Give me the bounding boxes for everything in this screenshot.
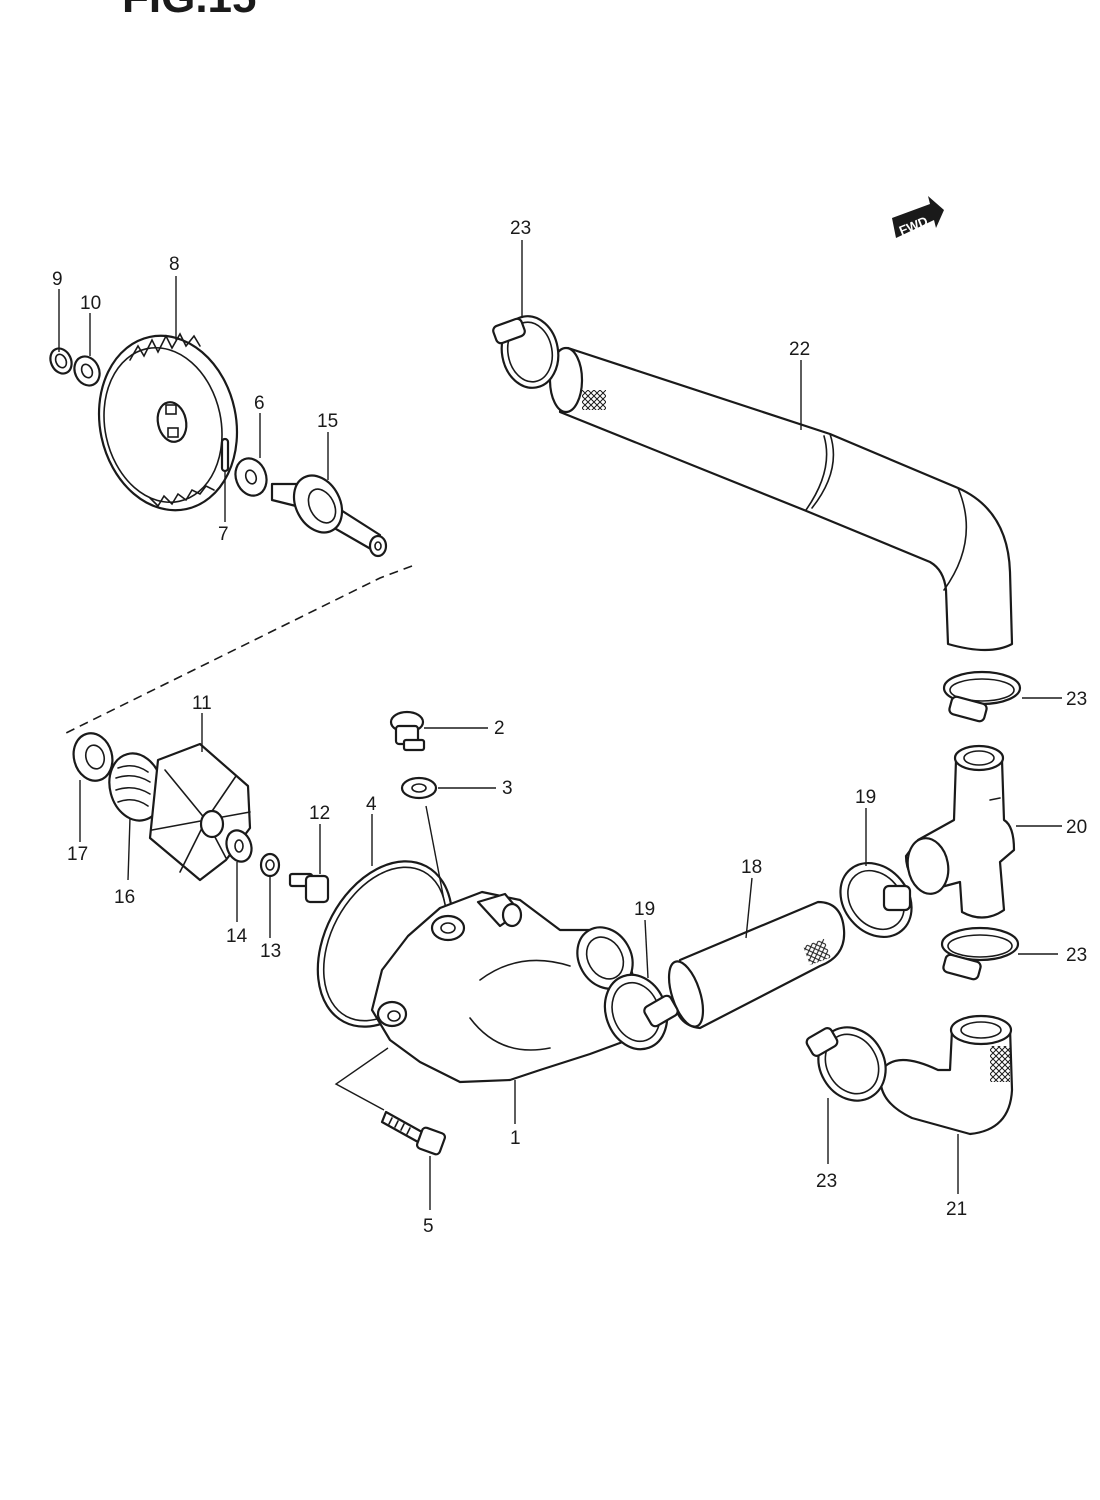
pump-gear-part-8 bbox=[97, 332, 239, 512]
radiator-hose-part-22 bbox=[548, 346, 1014, 652]
callout-5: 5 bbox=[423, 1216, 434, 1237]
callout-22: 22 bbox=[789, 339, 810, 360]
elbow-hose-part-21 bbox=[879, 1014, 1014, 1136]
oil-seal-part-17 bbox=[72, 732, 114, 782]
bolt-part-12 bbox=[288, 872, 330, 904]
callout-10: 10 bbox=[80, 293, 101, 314]
callout-23-bottom: 23 bbox=[816, 1171, 837, 1192]
assembly-axis-line bbox=[63, 565, 413, 735]
t-joint-pipe-part-20 bbox=[904, 744, 1016, 919]
callout-14: 14 bbox=[226, 926, 248, 947]
callout-9: 9 bbox=[52, 269, 63, 290]
hose-clamp-part-23-bottom bbox=[805, 1026, 887, 1102]
leader-lines bbox=[58, 240, 1062, 1210]
hose-clamp-part-23-top bbox=[492, 315, 560, 389]
pump-outlet-hose-part-18 bbox=[667, 900, 846, 1030]
callout-19-left: 19 bbox=[634, 899, 655, 920]
pump-body-part-1 bbox=[370, 890, 642, 1084]
pump-shaft-part-15 bbox=[270, 474, 388, 558]
hose-clamp-part-23-right-upper bbox=[942, 670, 1022, 723]
callout-1: 1 bbox=[510, 1128, 521, 1149]
washer-part-13 bbox=[259, 852, 281, 878]
callout-12: 12 bbox=[309, 803, 330, 824]
drain-bolt-part-2 bbox=[389, 710, 426, 752]
washer-part-10 bbox=[73, 355, 101, 387]
callout-7: 7 bbox=[218, 524, 229, 545]
washer-part-14 bbox=[225, 829, 253, 863]
callout-2: 2 bbox=[494, 718, 505, 739]
callout-16: 16 bbox=[114, 887, 135, 908]
hose-clamp-part-19-right bbox=[839, 861, 913, 939]
washer-part-6 bbox=[234, 457, 268, 497]
hose-clamp-part-23-right-lower bbox=[940, 926, 1020, 981]
callout-8: 8 bbox=[169, 254, 180, 275]
callout-6: 6 bbox=[254, 393, 265, 414]
impeller-part-11 bbox=[148, 742, 252, 882]
callout-19-right: 19 bbox=[855, 787, 876, 808]
gasket-washer-part-3 bbox=[400, 776, 438, 800]
callout-4: 4 bbox=[366, 794, 377, 815]
callout-18: 18 bbox=[741, 857, 762, 878]
bolt-part-5 bbox=[380, 1110, 447, 1156]
hose-clamp-part-19-left bbox=[603, 973, 679, 1051]
figure-title: FIG.15 bbox=[122, 0, 257, 22]
callout-21: 21 bbox=[946, 1199, 967, 1220]
callout-17: 17 bbox=[67, 844, 88, 865]
callout-3: 3 bbox=[502, 778, 513, 799]
fwd-arrow-icon: FWD bbox=[892, 196, 944, 238]
callout-23-right-lower: 23 bbox=[1066, 945, 1087, 966]
callout-23-top: 23 bbox=[510, 218, 531, 239]
pin-part-7 bbox=[220, 437, 230, 473]
callout-15: 15 bbox=[317, 411, 338, 432]
callout-11: 11 bbox=[192, 693, 212, 714]
callout-20: 20 bbox=[1066, 817, 1087, 838]
circlip-part-9 bbox=[49, 347, 73, 375]
callout-23-right-upper: 23 bbox=[1066, 689, 1087, 710]
callout-13: 13 bbox=[260, 941, 281, 962]
